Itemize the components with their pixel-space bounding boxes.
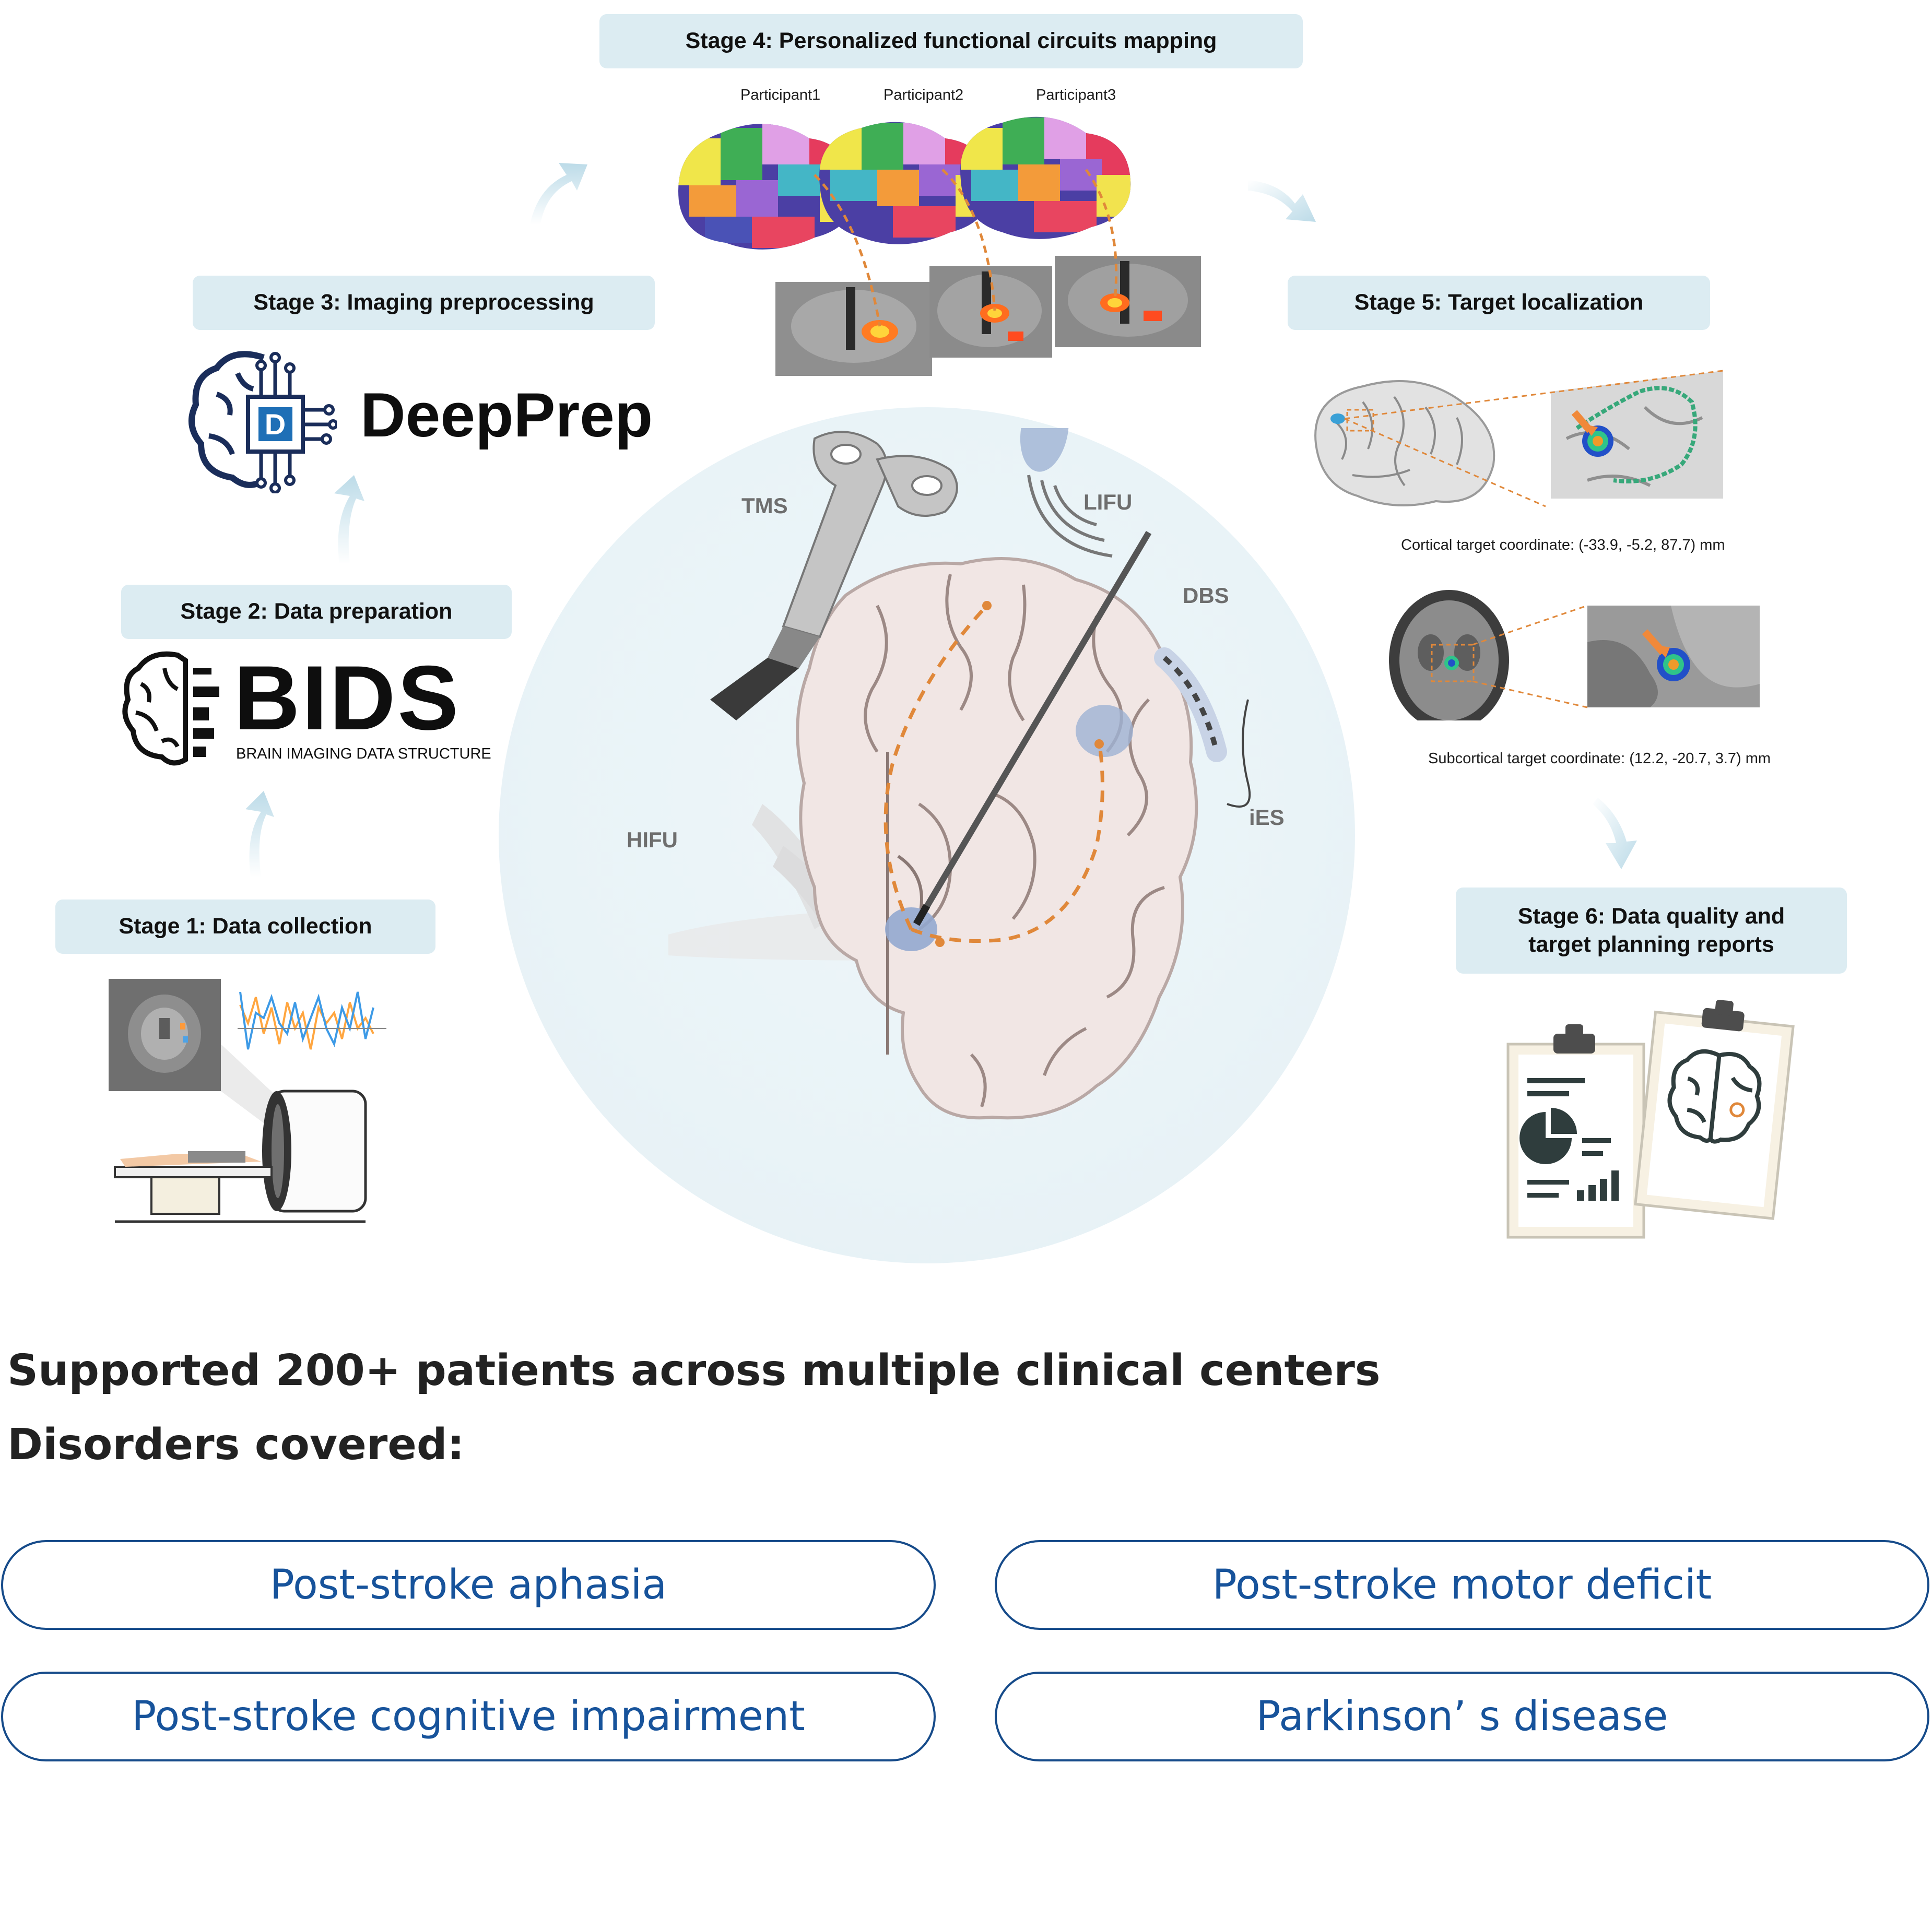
target-localization-images xyxy=(1314,370,1760,720)
subcortical-target-coordinate: Subcortical target coordinate: (12.2, -2… xyxy=(1428,750,1771,767)
arrow-down-icon xyxy=(1593,798,1637,869)
participant-3-slice xyxy=(1055,256,1201,347)
bids-brain-icon xyxy=(122,651,219,766)
lifu-waves-icon xyxy=(1027,475,1113,558)
participant-3-brain xyxy=(960,116,1131,239)
cortical-zoom xyxy=(1551,371,1723,499)
participant-1-label: Participant1 xyxy=(740,87,821,103)
disorder-pill: Parkinson’ s disease xyxy=(995,1672,1929,1761)
disorder-pill: Post-stroke cognitive impairment xyxy=(1,1672,936,1761)
disorder-pill: Post-stroke aphasia xyxy=(1,1540,936,1630)
arrow-up-right-icon xyxy=(530,163,587,224)
report-clipboards-icon xyxy=(1506,1000,1795,1239)
svg-text:D: D xyxy=(265,408,286,441)
participant-3-label: Participant3 xyxy=(1036,87,1116,103)
cortical-target-patch xyxy=(1020,428,1069,472)
bids-logo-subtitle: BRAIN IMAGING DATA STRUCTURE xyxy=(236,746,491,762)
disorder-pill: Post-stroke motor deficit xyxy=(995,1540,1929,1630)
stage-6-label: Stage 6: Data quality and target plannin… xyxy=(1456,888,1847,974)
patients-summary: Supported 200+ patients across multiple … xyxy=(7,1346,1381,1395)
deepprep-chip-brain-icon: D xyxy=(189,351,337,493)
circuit-path xyxy=(910,741,1104,943)
arrow-up-icon xyxy=(245,791,274,877)
subcortical-zoom xyxy=(1587,606,1760,707)
dbs-electrode-icon xyxy=(913,530,1152,926)
subcortical-axial-slice xyxy=(1389,590,1509,720)
stage-6-label-line1: Stage 6: Data quality and xyxy=(1517,903,1785,929)
flow-arrows xyxy=(245,163,1637,877)
hifu-label: HIFU xyxy=(627,827,678,852)
brain-cortex-shape xyxy=(796,557,1198,1120)
lifu-label: LIFU xyxy=(1083,490,1133,514)
bids-logo-text: BIDS xyxy=(234,647,461,749)
stage-4-label: Stage 4: Personalized functional circuit… xyxy=(599,14,1303,68)
tms-label: TMS xyxy=(741,493,788,518)
arrow-up-icon xyxy=(334,475,364,564)
participant-2-slice xyxy=(929,266,1052,358)
dbs-label: DBS xyxy=(1183,583,1229,608)
cortical-brain-surface xyxy=(1314,380,1495,506)
stage-6-label-line2: target planning reports xyxy=(1528,931,1774,957)
deepprep-logo-text: DeepPrep xyxy=(360,380,653,450)
stage-2-label: Stage 2: Data preparation xyxy=(121,585,512,639)
clipboard-brain-report xyxy=(1634,1000,1795,1220)
ies-strip-icon xyxy=(1154,647,1251,808)
participant-2-label: Participant2 xyxy=(883,87,964,103)
stage-3-label: Stage 3: Imaging preprocessing xyxy=(193,276,655,330)
participant-brain-maps xyxy=(678,116,1201,376)
mri-scanner-illustration xyxy=(109,979,386,1223)
signal-orange xyxy=(239,997,374,1050)
cortical-target-coordinate: Cortical target coordinate: (-33.9, -5.2… xyxy=(1401,537,1725,553)
cortical-target-patch-2 xyxy=(1076,705,1133,757)
clipboard-chart-report xyxy=(1506,1024,1645,1239)
stage-1-label: Stage 1: Data collection xyxy=(55,900,435,954)
tms-coil-icon xyxy=(710,431,958,720)
brain-coronal-illustration xyxy=(668,428,1251,1120)
participant-1-slice xyxy=(775,282,932,376)
disorders-heading: Disorders covered: xyxy=(7,1420,465,1470)
ies-label: iES xyxy=(1249,805,1285,830)
stage-5-label: Stage 5: Target localization xyxy=(1288,276,1710,330)
arrow-down-right-icon xyxy=(1248,180,1316,222)
